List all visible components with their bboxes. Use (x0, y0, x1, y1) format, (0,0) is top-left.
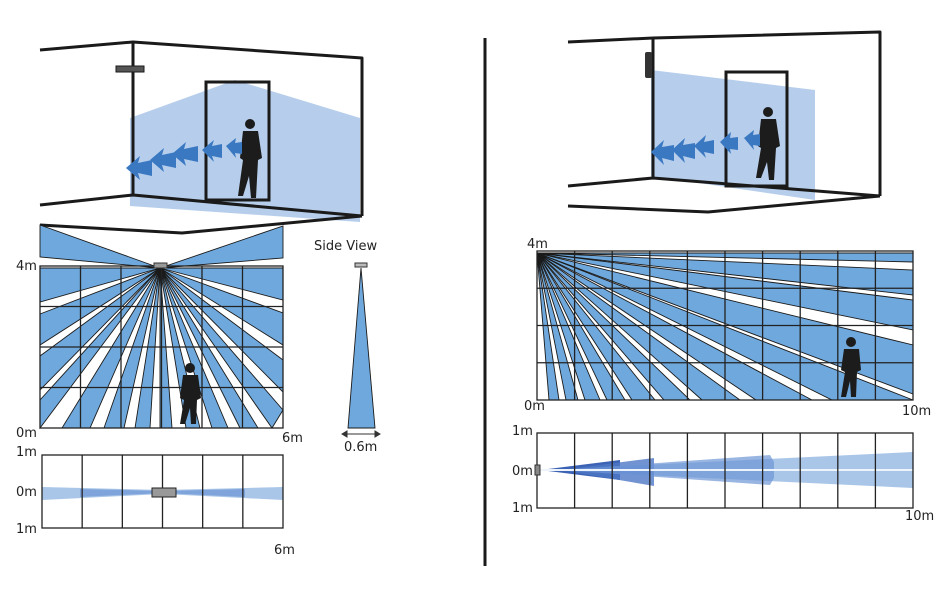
side-view-beam (347, 267, 376, 429)
left-front-y-top-label: 4m (16, 259, 37, 274)
left-top-view: 1m 0m 1m 6m (16, 445, 295, 558)
right-top-sensor (534, 464, 541, 476)
width-arrow (341, 430, 381, 438)
right-front-grid (536, 250, 914, 401)
right-sensor (645, 52, 652, 78)
right-front-view: 4m 0m 10m (524, 237, 931, 419)
left-top-sensor (151, 487, 177, 498)
left-front-y-bottom-label: 0m (16, 426, 37, 441)
detection-beam (159, 225, 284, 269)
left-door (204, 80, 271, 202)
right-top-y-bottom-label: 1m (512, 501, 533, 516)
left-front-person (180, 363, 201, 424)
side-view: Side View 0.6m (314, 239, 381, 455)
right-room-illustration (567, 30, 882, 214)
left-front-view: 4m 0m 6m (16, 224, 303, 446)
right-front-y-bottom-label: 0m (524, 399, 545, 414)
right-front-person (841, 337, 861, 397)
left-top-y-top-label: 1m (16, 445, 37, 460)
detection-beam (39, 224, 161, 269)
right-top-y-mid-label: 0m (512, 464, 533, 479)
left-motion-arrows (126, 138, 242, 180)
left-person-silhouette (238, 119, 262, 198)
right-motion-arrows (651, 130, 760, 165)
side-view-title: Side View (314, 239, 377, 254)
right-top-beam (540, 452, 913, 488)
right-top-y-top-label: 1m (512, 424, 533, 439)
left-top-beam (42, 487, 283, 500)
left-front-sensor (153, 262, 168, 269)
right-top-x-right-label: 10m (905, 509, 934, 524)
left-front-grid (39, 265, 284, 429)
left-room-illustration (39, 40, 364, 235)
left-top-y-bottom-label: 1m (16, 522, 37, 537)
left-front-x-right-label: 6m (282, 431, 303, 446)
right-top-view: 1m 0m 1m 10m (512, 424, 934, 524)
right-front-y-top-label: 4m (527, 237, 548, 252)
right-person-silhouette (756, 107, 780, 180)
left-sensor (115, 65, 145, 73)
left-top-x-right-label: 6m (274, 543, 295, 558)
side-view-width-label: 0.6m (344, 440, 377, 455)
right-front-x-right-label: 10m (902, 404, 931, 419)
side-view-sensor (354, 262, 368, 268)
left-top-y-mid-label: 0m (16, 485, 37, 500)
right-door (724, 70, 789, 188)
